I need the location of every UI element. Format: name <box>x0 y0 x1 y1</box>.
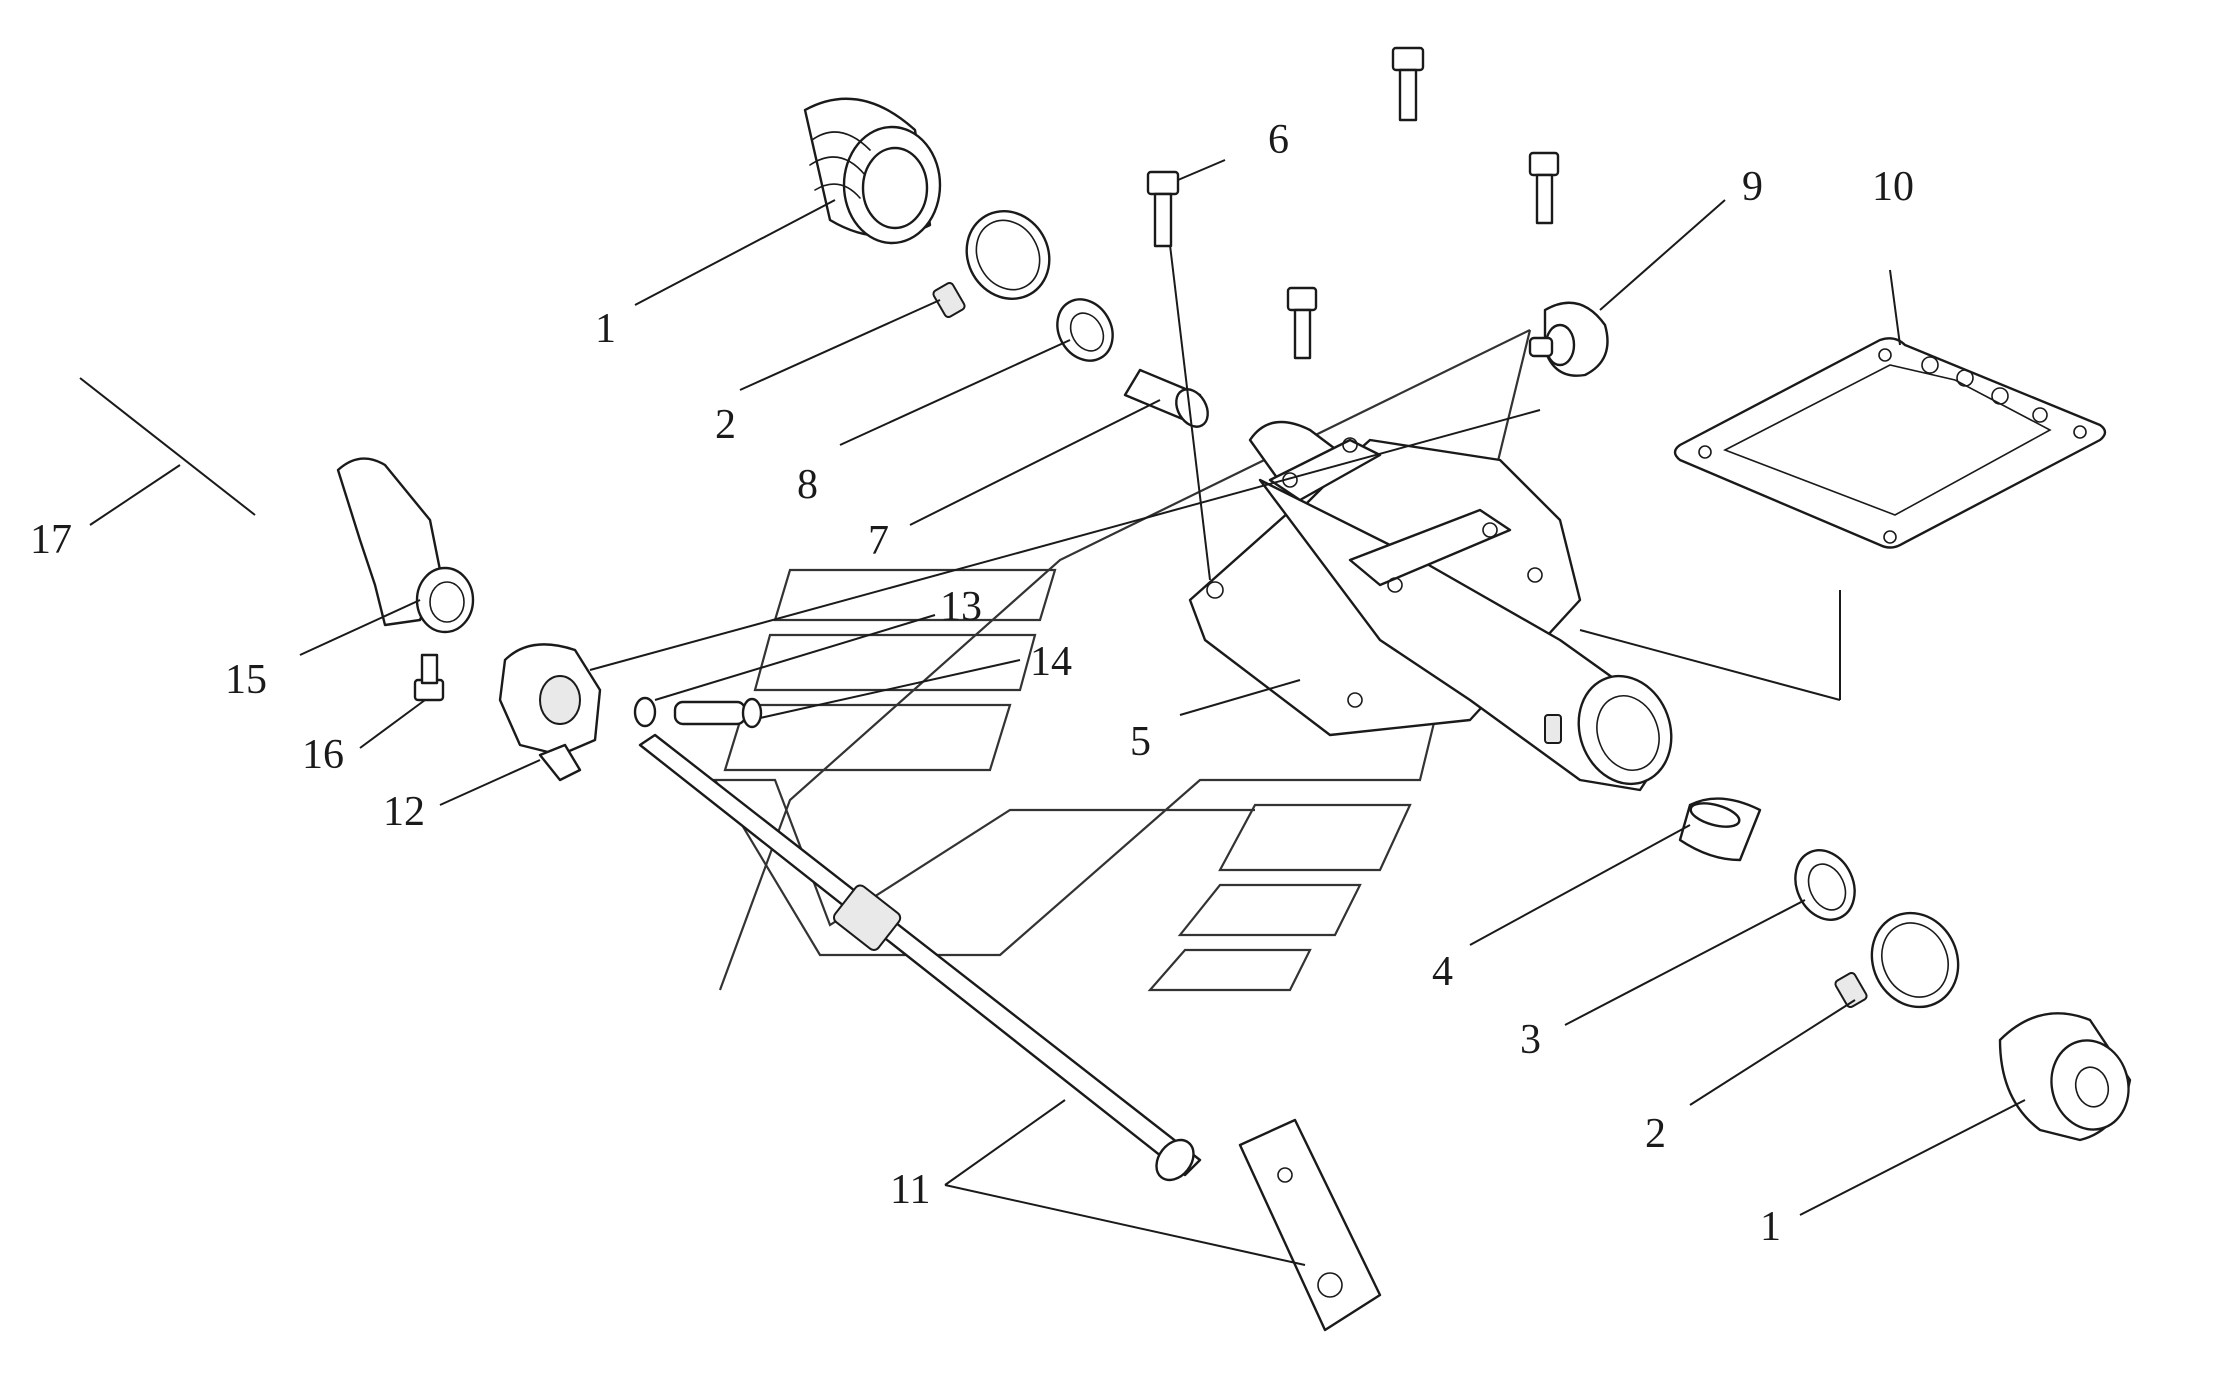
callout-2-upper: 2 <box>715 402 736 448</box>
callout-13: 13 <box>940 584 982 630</box>
bolt-mid <box>1286 286 1318 360</box>
bolt-top <box>1391 46 1425 122</box>
callout-9: 9 <box>1742 164 1763 210</box>
hose-clamp-lower <box>1834 911 1960 1009</box>
washer <box>633 696 657 728</box>
seal-ring-lower <box>1794 849 1856 921</box>
callout-15: 15 <box>225 657 267 703</box>
callout-14: 14 <box>1030 639 1072 685</box>
bushing-upper <box>1123 368 1209 428</box>
pin <box>673 697 763 729</box>
callout-5: 5 <box>1130 719 1151 765</box>
callout-10: 10 <box>1872 164 1914 210</box>
lever-plate <box>1238 1118 1382 1332</box>
callout-labels: 1 2 8 7 6 9 10 17 15 16 12 13 14 5 4 3 2… <box>30 117 1914 1250</box>
bolts <box>1146 46 1560 360</box>
bellows-boot-upper <box>803 97 942 245</box>
callout-7: 7 <box>868 518 889 564</box>
hose-clamp-upper <box>932 209 1051 319</box>
leader-lines <box>79 159 2026 1266</box>
lever-clamp <box>498 643 602 782</box>
callout-4: 4 <box>1432 949 1453 995</box>
callout-2-lower: 2 <box>1645 1111 1666 1157</box>
bolt-right <box>1528 151 1560 225</box>
bushing-lower <box>1678 797 1762 862</box>
housing <box>1188 420 1673 792</box>
callout-6: 6 <box>1268 117 1289 163</box>
small-bolt <box>413 653 445 702</box>
callout-17: 17 <box>30 517 72 563</box>
callout-1-upper: 1 <box>595 306 616 352</box>
rubber-mount <box>1528 301 1609 377</box>
callout-8: 8 <box>797 462 818 508</box>
seal-ring-upper <box>1056 298 1114 362</box>
bolt-6 <box>1146 170 1180 248</box>
callout-12: 12 <box>383 789 425 835</box>
callout-1-lower: 1 <box>1760 1204 1781 1250</box>
lever-bracket <box>336 457 475 634</box>
callout-16: 16 <box>302 732 344 778</box>
callout-11: 11 <box>890 1167 930 1213</box>
gasket <box>1673 337 2107 549</box>
shaft <box>638 733 1202 1182</box>
callout-3: 3 <box>1520 1017 1541 1063</box>
bellows-boot-lower <box>1998 1012 2132 1142</box>
